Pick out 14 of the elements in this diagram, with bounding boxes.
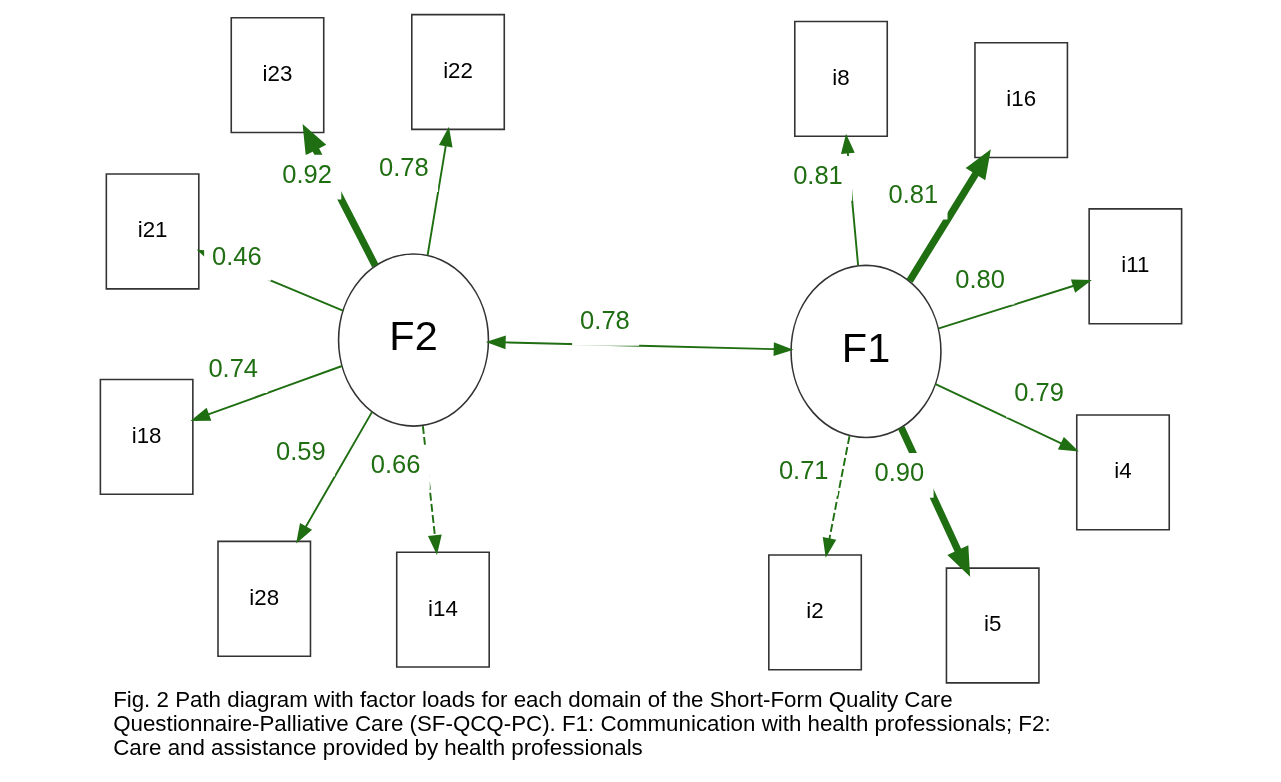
edge-label: 0.59 <box>275 436 326 465</box>
edge-label: 0.90 <box>874 458 924 487</box>
edge-label: 0.78 <box>378 152 429 181</box>
edge-label: 0.81 <box>792 161 843 190</box>
edge-label: 0.74 <box>207 353 258 382</box>
edge-label: 0.66 <box>370 450 420 479</box>
edge-label: 0.71 <box>778 456 829 485</box>
caption: Fig. 2 Path diagram with factor loads for each domain of the Short-Form Quality Care Questionnaire-Palliative Care (SF-QCQ-PC). F1: Communication with health professionals; F2: Care and assistance provided by health professionals <box>112 687 1051 760</box>
edge-label: 0.81 <box>888 180 938 209</box>
edge-label: 0.79 <box>1013 378 1064 407</box>
edge-label: 0.46 <box>211 241 262 270</box>
edge-label: 0.78 <box>579 306 630 335</box>
edge-label: 0.80 <box>954 265 1005 294</box>
edge-label: 0.92 <box>281 160 332 189</box>
